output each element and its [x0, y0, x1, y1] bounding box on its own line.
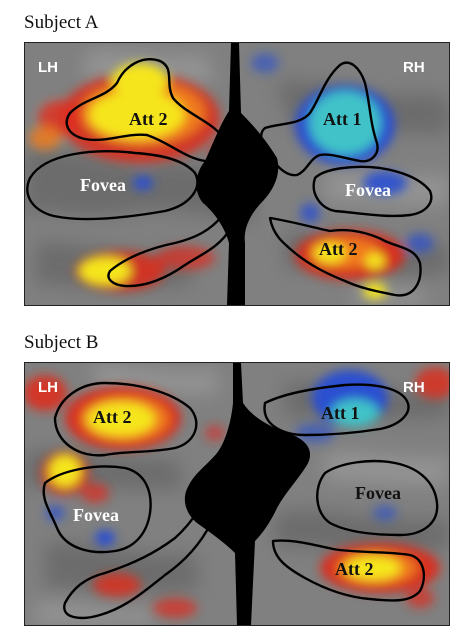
subject-b-cortex-image — [25, 363, 449, 625]
subject-b-lh-fovea-label: Fovea — [73, 505, 119, 525]
subject-b-flatmap: LH RH Att 2 Fovea Att 1 Fovea Att 2 — [24, 362, 450, 626]
subject-b-rh-fovea-label: Fovea — [355, 483, 401, 503]
subject-a-rh-att2-label: Att 2 — [319, 239, 358, 259]
subject-a-lh-label: LH — [38, 59, 58, 76]
subject-b-rh-att1-label: Att 1 — [321, 403, 360, 423]
subject-a-lh-att2-label: Att 2 — [129, 109, 168, 129]
subject-a-lh-fovea-label: Fovea — [80, 175, 126, 195]
subject-a-rh-label: RH — [403, 59, 425, 76]
subject-b-lh-label: LH — [38, 379, 58, 396]
subject-a-rh-fovea-label: Fovea — [345, 180, 391, 200]
subject-b-rh-att2-label: Att 2 — [335, 559, 374, 579]
subject-b-lh-att2-label: Att 2 — [93, 407, 132, 427]
subject-b-title: Subject B — [24, 332, 99, 353]
subject-a-cortex-image — [25, 43, 449, 305]
subject-a-flatmap: LH RH Att 2 Fovea Att 1 Fovea Att 2 — [24, 42, 450, 306]
subject-b-rh-label: RH — [403, 379, 425, 396]
subject-a-rh-att1-label: Att 1 — [323, 109, 362, 129]
subject-a-title: Subject A — [24, 12, 99, 33]
